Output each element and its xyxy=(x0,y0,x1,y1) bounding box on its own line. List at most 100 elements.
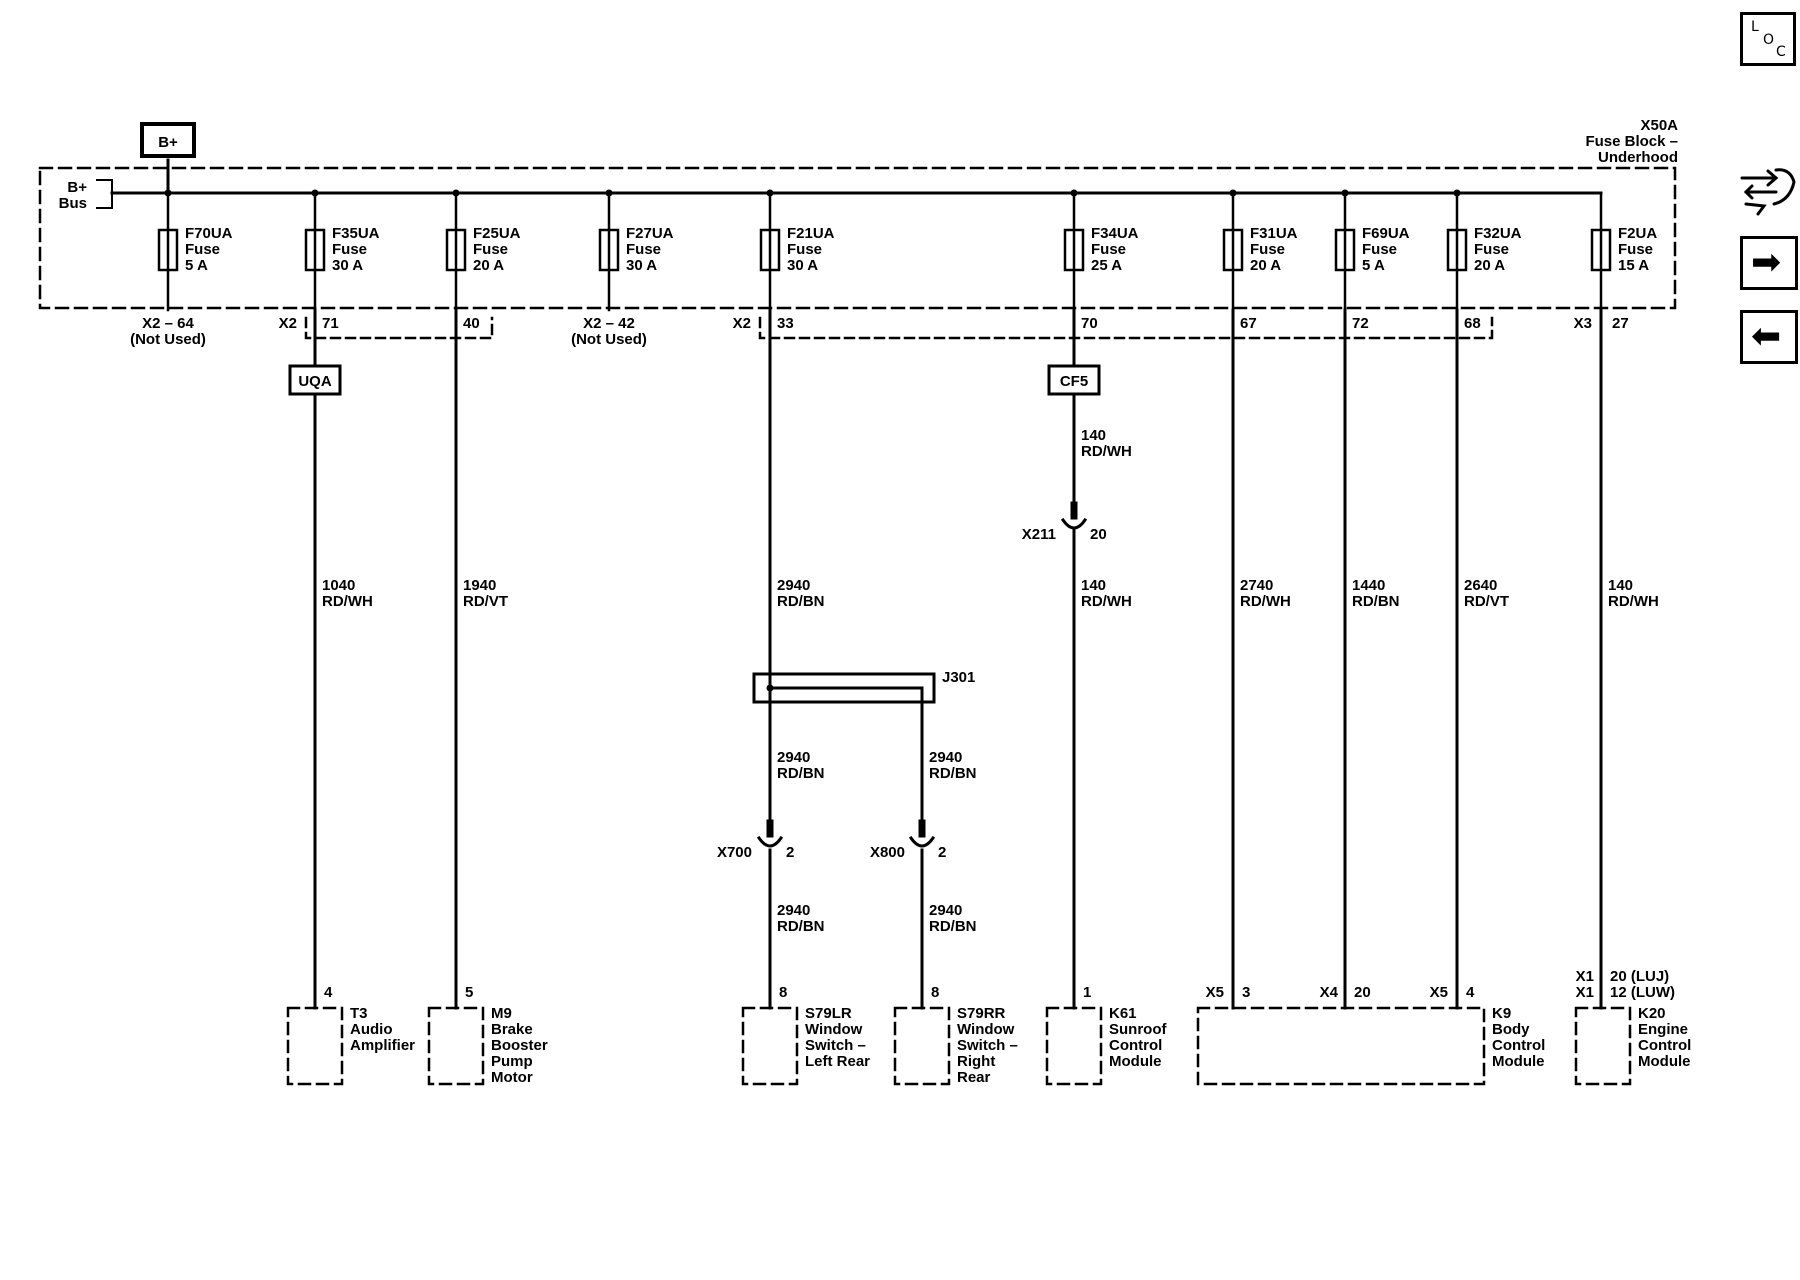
fuse-label-name: F34UA xyxy=(1091,225,1139,242)
fuse-label-name: F21UA xyxy=(787,225,835,242)
component-k61-name: K61 xyxy=(1109,1005,1137,1022)
wire-color: RD/BN xyxy=(929,765,977,782)
b-plus-tag-label: B+ xyxy=(158,134,178,151)
component-m9-name: Pump xyxy=(491,1053,533,1070)
splice-j301-label: J301 xyxy=(942,669,975,686)
component-t3-name: T3 xyxy=(350,1005,368,1022)
wire-color: RD/WH xyxy=(1081,443,1132,460)
component-k61-box xyxy=(1045,1006,1103,1086)
component-k9-box xyxy=(1196,1006,1486,1086)
component-t3-box xyxy=(286,1006,344,1086)
component-k20-name: K20 xyxy=(1638,1005,1666,1022)
wire-color: RD/BN xyxy=(777,765,825,782)
forward-arrow-icon[interactable]: ➡ xyxy=(1740,236,1798,290)
t3-pin: 4 xyxy=(324,984,333,1001)
component-k20-name: Control xyxy=(1638,1037,1691,1054)
k20-p12: 12 (LUW) xyxy=(1610,984,1675,1001)
wire-color: RD/BN xyxy=(777,918,825,935)
fuse-label-type: Fuse xyxy=(787,241,822,258)
bus-bracket xyxy=(96,179,113,209)
connector-x211-label: X211 xyxy=(1022,526,1056,543)
fuse-label-rating: 5 A xyxy=(1362,257,1385,274)
component-s79rr-name: Switch – xyxy=(957,1037,1018,1054)
k20-x1a: X1 xyxy=(1576,968,1594,985)
component-s79lr-name: Left Rear xyxy=(805,1053,870,1070)
m9-pin: 5 xyxy=(465,984,473,1001)
component-s79rr-name: Right xyxy=(957,1053,995,1070)
pin-70: 70 xyxy=(1081,315,1098,332)
fuse-label-rating: 15 A xyxy=(1618,257,1649,274)
component-s79lr-name: Window xyxy=(805,1021,863,1038)
component-m9-name: M9 xyxy=(491,1005,512,1022)
component-s79lr-box xyxy=(741,1006,799,1086)
k9-p4: 4 xyxy=(1466,984,1475,1001)
fuse-label-name: F70UA xyxy=(185,225,233,242)
s79lr-pin: 8 xyxy=(779,984,787,1001)
loc-icon-o: O xyxy=(1763,32,1775,48)
wire-circuit: 2940 xyxy=(777,749,810,766)
fuse-label-name: F27UA xyxy=(626,225,674,242)
back-arrow-icon[interactable]: ⬅ xyxy=(1740,310,1798,364)
component-k61-name: Module xyxy=(1109,1053,1162,1070)
wire-circuit: 140 xyxy=(1081,427,1106,444)
wire-circuit: 1440 xyxy=(1352,577,1385,594)
component-t3-name: Amplifier xyxy=(350,1037,415,1054)
fuse-label-rating: 20 A xyxy=(1250,257,1281,274)
loc-icon-c: C xyxy=(1776,44,1786,60)
pin-x2-64: X2 – 64 xyxy=(142,315,194,332)
option-uqa-box xyxy=(288,364,342,396)
wire-color: RD/WH xyxy=(1608,593,1659,610)
wire-color: RD/BN xyxy=(929,918,977,935)
fuse-block-outline xyxy=(38,166,1677,310)
component-m9-name: Brake xyxy=(491,1021,533,1038)
component-s79rr-box xyxy=(893,1006,951,1086)
fuse-label-name: F32UA xyxy=(1474,225,1522,242)
wire-color: RD/BN xyxy=(777,593,825,610)
fuse-label-type: Fuse xyxy=(1250,241,1285,258)
fuse-label-name: F25UA xyxy=(473,225,521,242)
pin-not-used-1: (Not Used) xyxy=(130,331,206,348)
forward-arrow-glyph: ➡ xyxy=(1751,242,1782,283)
fuse-label-type: Fuse xyxy=(473,241,508,258)
wire-color: RD/BN xyxy=(1352,593,1400,610)
wire-circuit: 2740 xyxy=(1240,577,1273,594)
fuse-label-type: Fuse xyxy=(1474,241,1509,258)
wire-circuit: 2940 xyxy=(777,902,810,919)
wire-circuit: 1940 xyxy=(463,577,496,594)
fuse-label-name: F35UA xyxy=(332,225,380,242)
connector-swap-icon[interactable] xyxy=(1738,160,1798,220)
fuse-label-type: Fuse xyxy=(1618,241,1653,258)
wire-circuit: 2940 xyxy=(929,902,962,919)
wire-color: RD/VT xyxy=(463,593,508,610)
fuse-label-rating: 30 A xyxy=(787,257,818,274)
loc-icon[interactable]: L O C xyxy=(1740,12,1796,66)
x2-dashed-group-2 xyxy=(758,316,1494,340)
k61-pin: 1 xyxy=(1083,984,1091,1001)
k20-x1b: X1 xyxy=(1576,984,1594,1001)
pin-68: 68 xyxy=(1464,315,1481,332)
fuse-label-rating: 5 A xyxy=(185,257,208,274)
connector-x700-pin: 2 xyxy=(786,844,794,861)
pin-x2-42: X2 – 42 xyxy=(583,315,635,332)
component-k9-name: Control xyxy=(1492,1037,1545,1054)
connector-swap-icon-graphic xyxy=(1740,168,1796,216)
pin-27: 27 xyxy=(1612,315,1629,332)
wire-circuit: 140 xyxy=(1081,577,1106,594)
fuse-label-name: F2UA xyxy=(1618,225,1657,242)
fuse-label-rating: 30 A xyxy=(332,257,363,274)
bus-label: B+ xyxy=(67,179,87,196)
x2-dashed-group-1 xyxy=(304,316,494,340)
connector-x800 xyxy=(908,835,936,848)
pin-67: 67 xyxy=(1240,315,1257,332)
wire-color: RD/WH xyxy=(322,593,373,610)
connector-x700-label: X700 xyxy=(717,844,752,861)
k9-p3: 3 xyxy=(1242,984,1250,1001)
component-m9-name: Motor xyxy=(491,1069,533,1086)
pin-not-used-2: (Not Used) xyxy=(571,331,647,348)
component-t3-name: Audio xyxy=(350,1021,393,1038)
component-s79rr-name: Window xyxy=(957,1021,1015,1038)
fuse-label-type: Fuse xyxy=(626,241,661,258)
component-k61-name: Control xyxy=(1109,1037,1162,1054)
wire-circuit: 2640 xyxy=(1464,577,1497,594)
